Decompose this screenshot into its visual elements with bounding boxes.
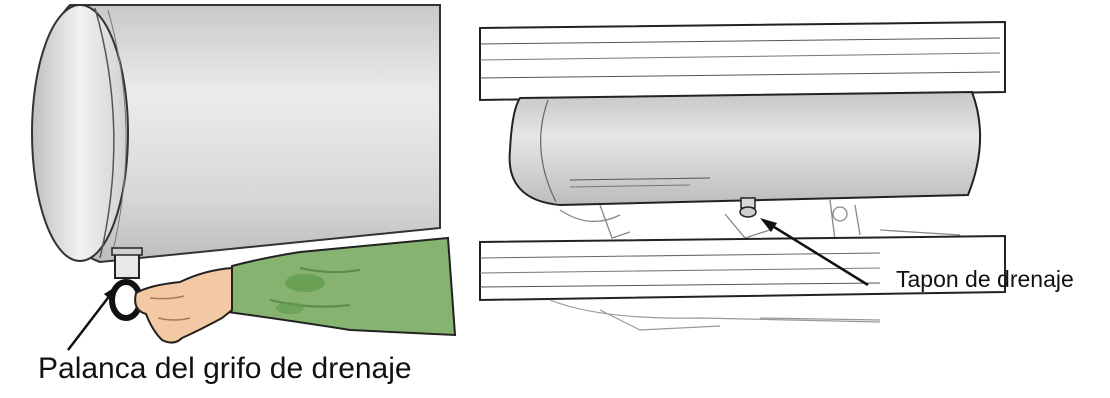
chassis-details [559,199,961,241]
hand [134,266,233,344]
tank-end-cap [31,4,129,262]
left-panel [31,4,457,351]
drain-lever-label: Palanca del grifo de drenaje [38,352,412,385]
pointer-arrow-left [67,289,115,351]
drain-plug [739,197,757,218]
arm-sleeve [226,236,457,337]
pointer-arrow-right [765,220,869,287]
frame-rail-lower [479,234,1006,302]
drain-plug-label: Tapon de drenaje [896,266,1074,292]
drain-valve-body [114,251,140,279]
air-tank-right [508,90,982,207]
right-panel [479,20,1006,331]
frame-rail-upper [479,20,1006,102]
